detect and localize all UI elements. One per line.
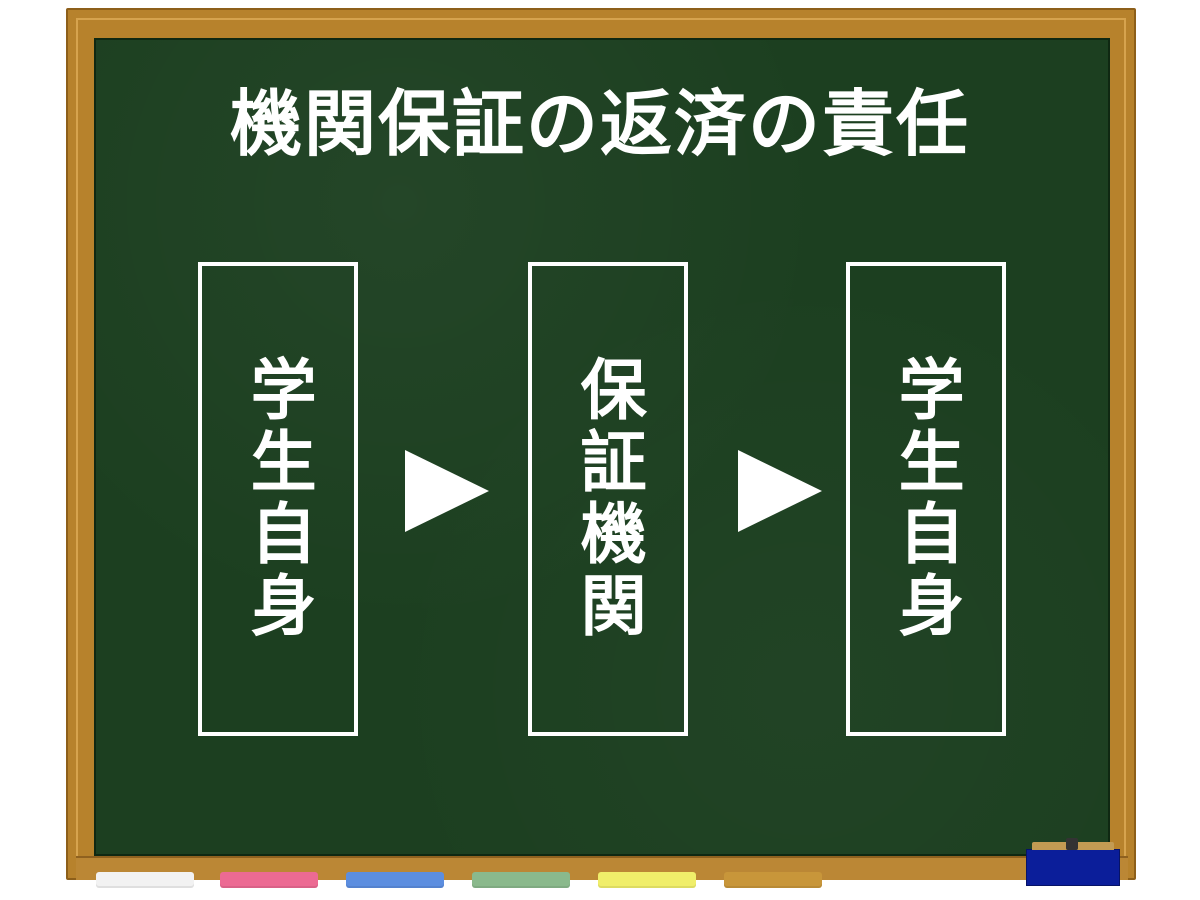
- chalkboard: [94, 38, 1110, 856]
- chalk-white: [96, 872, 194, 888]
- step-label-3: 学生自身: [887, 355, 965, 643]
- chalk-yellow: [598, 872, 696, 888]
- chalk-orange: [724, 872, 822, 888]
- step-label-2: 保証機関: [569, 355, 647, 643]
- step-box-2: 保証機関: [528, 262, 688, 736]
- chalk-green: [472, 872, 570, 888]
- step-box-1: 学生自身: [198, 262, 358, 736]
- eraser-handle: [1066, 838, 1078, 850]
- diagram-title: 機関保証の返済の責任: [229, 82, 970, 166]
- chalk-pink: [220, 872, 318, 888]
- chalk-blue: [346, 872, 444, 888]
- step-label-1: 学生自身: [239, 355, 317, 643]
- step-box-3: 学生自身: [846, 262, 1006, 736]
- triangle-right-icon: [405, 450, 489, 532]
- eraser-icon: [1026, 842, 1120, 886]
- triangle-right-icon: [738, 450, 822, 532]
